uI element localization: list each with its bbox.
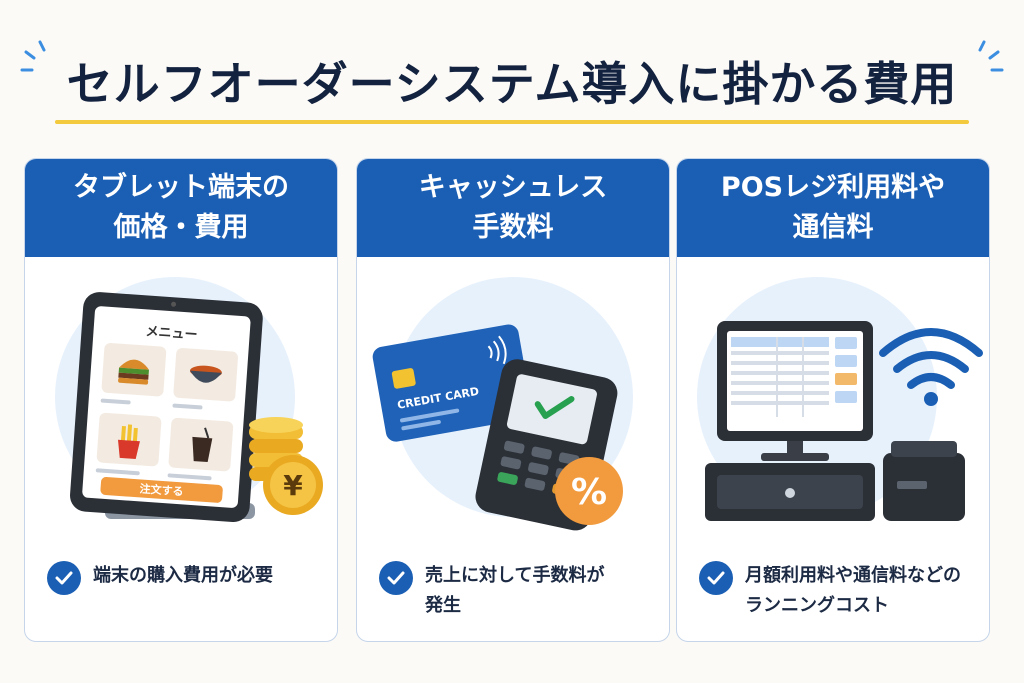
- check-icon: [47, 561, 81, 595]
- card-heading: キャッシュレス手数料: [357, 159, 669, 257]
- order-button-label: 注文する: [139, 481, 184, 498]
- contactless-icon: [487, 335, 507, 365]
- feature-text: 端末の購入費用が必要: [93, 565, 273, 586]
- card-tablet-cost: タブレット端末の価格・費用 メニュー: [24, 158, 338, 642]
- menu-title: メニュー: [145, 324, 198, 343]
- feature-item: 端末の購入費用が必要: [47, 561, 321, 595]
- drink-icon: [192, 427, 213, 463]
- curry-bowl-icon: [189, 365, 222, 383]
- burger-icon: [118, 359, 149, 385]
- card-heading-text: キャッシュレス手数料: [418, 172, 608, 243]
- card-pos-fee: POSレジ利用料や通信料: [676, 158, 990, 642]
- card-cashless-fee: キャッシュレス手数料 CREDIT CARD: [356, 158, 670, 642]
- check-icon: [379, 561, 413, 595]
- card-heading-text: POSレジ利用料や通信料: [720, 172, 946, 243]
- payment-illustration: CREDIT CARD %: [372, 277, 633, 531]
- sparkle-right-icon: [978, 40, 1004, 72]
- percent-symbol: %: [571, 472, 607, 513]
- cash-drawer-icon: [705, 463, 875, 521]
- fries-icon: [117, 424, 140, 460]
- title-underline: [55, 120, 969, 124]
- checkmark-icon: [534, 396, 575, 419]
- percent-badge: [555, 457, 623, 525]
- check-icon: [699, 561, 733, 595]
- feature-text: 売上に対して手数料が発生: [425, 565, 605, 616]
- pos-illustration: [697, 277, 983, 521]
- receipt-printer-icon: [883, 441, 965, 521]
- card-heading: POSレジ利用料や通信料: [677, 159, 989, 257]
- wifi-icon: [879, 328, 983, 389]
- order-button: [100, 477, 223, 503]
- card-heading: タブレット端末の価格・費用: [25, 159, 337, 257]
- feature-text: 月額利用料や通信料などのランニングコスト: [745, 565, 961, 616]
- feature-item: 月額利用料や通信料などのランニングコスト: [699, 561, 973, 621]
- page-title: セルフオーダーシステム導入に掛かる費用: [66, 57, 958, 111]
- tablet-illustration: メニュー: [55, 277, 323, 522]
- credit-card-icon: CREDIT CARD: [372, 324, 532, 442]
- feature-item: 売上に対して手数料が発生: [379, 561, 653, 621]
- coin-stack-icon: ¥: [249, 417, 323, 515]
- card-heading-text: タブレット端末の価格・費用: [73, 172, 289, 243]
- pos-monitor-icon: [717, 321, 873, 461]
- sparkle-left-icon: [20, 40, 46, 72]
- yen-symbol: ¥: [283, 469, 303, 502]
